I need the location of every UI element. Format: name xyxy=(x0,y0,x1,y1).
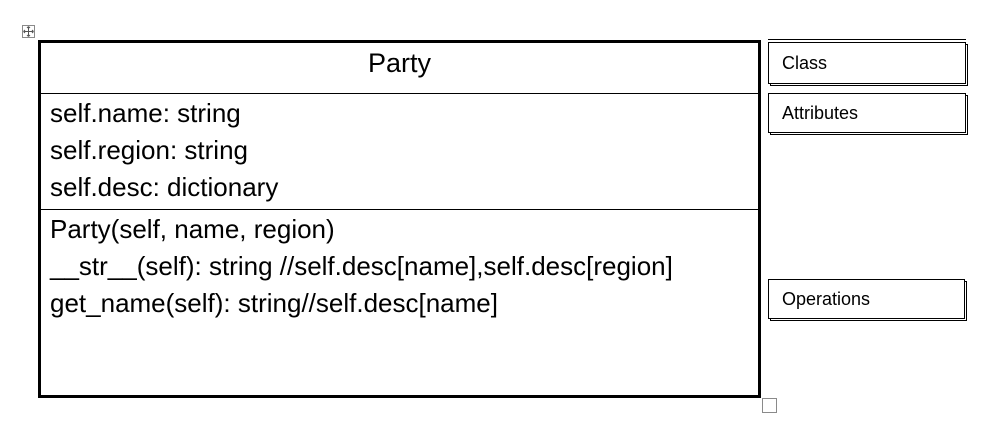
operations-label-box[interactable]: Operations xyxy=(768,279,965,319)
attribute-line: self.desc: dictionary xyxy=(50,172,279,202)
table-resize-handle-icon[interactable] xyxy=(762,398,777,413)
attribute-line: self.name: string xyxy=(50,98,241,128)
class-label-box[interactable]: Class xyxy=(768,39,966,84)
operation-line: Party(self, name, region) xyxy=(50,214,335,244)
class-name-compartment[interactable]: Party xyxy=(41,43,758,94)
operations-compartment[interactable]: Party(self, name, region) __str__(self):… xyxy=(41,210,758,395)
table-move-handle-icon[interactable] xyxy=(22,25,35,38)
class-name: Party xyxy=(367,48,432,78)
operation-line: get_name(self): string//self.desc[name] xyxy=(50,288,498,318)
attributes-compartment[interactable]: self.name: string self.region: string se… xyxy=(41,94,758,210)
attributes-label-box[interactable]: Attributes xyxy=(768,93,966,133)
operations-label: Operations xyxy=(782,289,871,309)
operation-line: __str__(self): string //self.desc[name],… xyxy=(50,251,673,281)
uml-class-box[interactable]: Party self.name: string self.region: str… xyxy=(38,40,761,398)
attributes-label: Attributes xyxy=(782,103,859,123)
attribute-line: self.region: string xyxy=(50,135,248,165)
class-label: Class xyxy=(782,53,828,73)
